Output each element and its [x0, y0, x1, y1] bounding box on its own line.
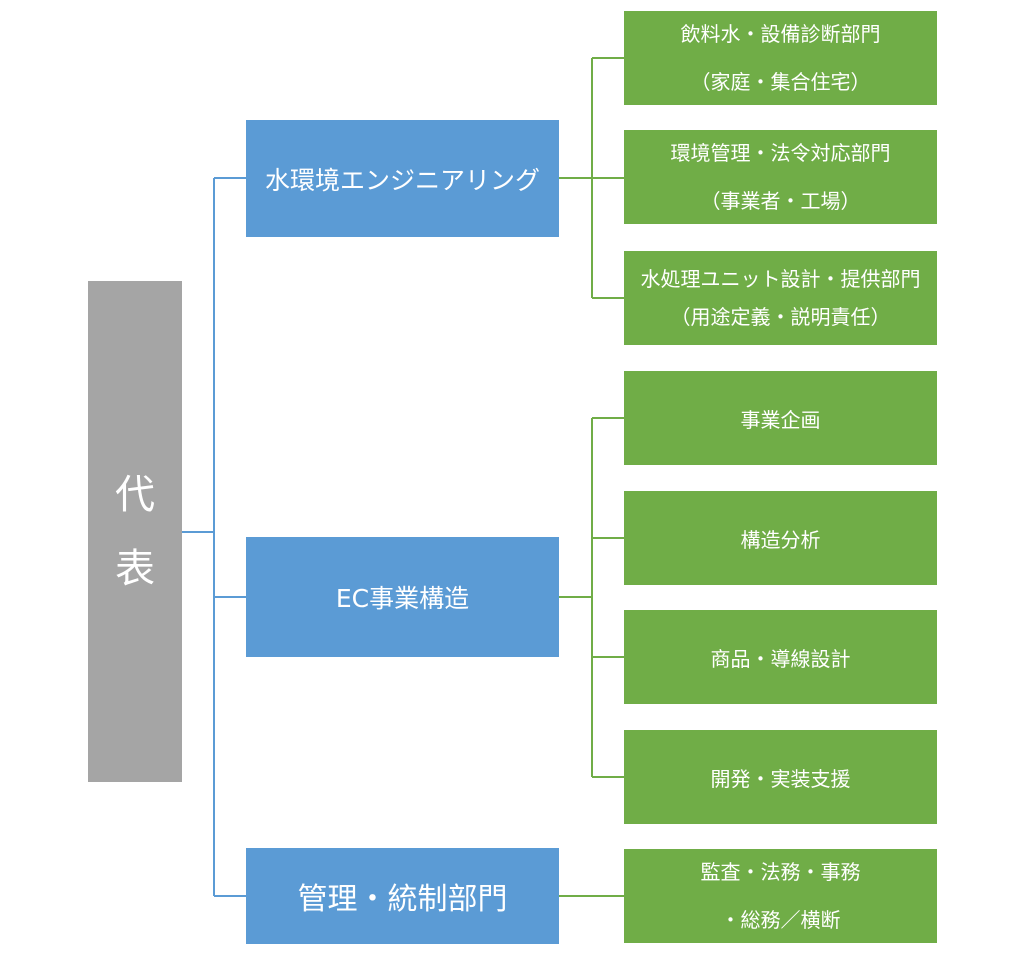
- dept-label: EC事業構造: [335, 584, 470, 613]
- dept-management-control: 管理・統制部門: [246, 848, 559, 944]
- unit-line: （家庭・集合住宅）: [690, 70, 871, 94]
- unit-product-flow-design: 商品・導線設計: [624, 610, 937, 704]
- unit-line: 水処理ユニット設計・提供部門: [640, 267, 921, 291]
- dept-ec-business: EC事業構造: [246, 537, 559, 657]
- unit-line: 商品・導線設計: [710, 646, 851, 671]
- unit-audit-legal-admin: 監査・法務・事務 ・総務／横断: [624, 849, 937, 943]
- unit-line: ・総務／横断: [720, 908, 841, 932]
- unit-line: （用途定義・説明責任）: [670, 305, 891, 329]
- dept-label: 管理・統制部門: [297, 882, 508, 917]
- unit-drinking-water-diagnosis: 飲料水・設備診断部門 （家庭・集合住宅）: [624, 11, 937, 105]
- unit-line: （事業者・工場）: [700, 189, 861, 213]
- unit-environment-law: 環境管理・法令対応部門 （事業者・工場）: [624, 130, 937, 224]
- unit-line: 飲料水・設備診断部門: [680, 22, 881, 46]
- unit-treatment-design: 水処理ユニット設計・提供部門 （用途定義・説明責任）: [624, 251, 937, 345]
- unit-structure-analysis: 構造分析: [624, 491, 937, 585]
- root-node-representative: 代 表: [88, 281, 182, 782]
- dept-label: 水環境エンジニアリング: [264, 165, 540, 195]
- unit-line: 事業企画: [740, 407, 821, 432]
- root-char-2: 表: [115, 545, 155, 592]
- unit-development-support: 開発・実装支援: [624, 730, 937, 824]
- unit-line: 環境管理・法令対応部門: [670, 141, 891, 165]
- root-char-1: 代: [115, 471, 155, 518]
- dept-water-engineering: 水環境エンジニアリング: [246, 120, 559, 237]
- unit-line: 構造分析: [740, 527, 821, 552]
- unit-line: 監査・法務・事務: [700, 860, 861, 884]
- unit-line: 開発・実装支援: [710, 766, 851, 791]
- unit-business-planning: 事業企画: [624, 371, 937, 465]
